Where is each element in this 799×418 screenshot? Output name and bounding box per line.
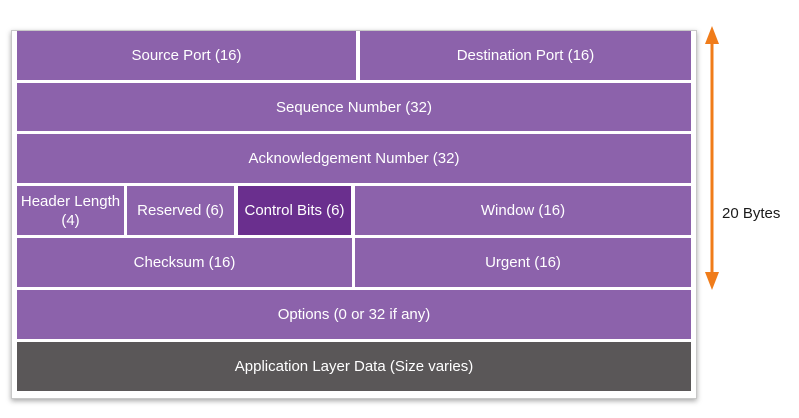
window-field: Window (16) <box>355 186 691 235</box>
sequence-number-field: Sequence Number (32) <box>17 83 691 131</box>
arrow-head-down <box>705 272 719 290</box>
acknowledgement-number-field: Acknowledgement Number (32) <box>17 134 691 183</box>
reserved-label: Reserved (6) <box>137 202 224 219</box>
tcp-header-diagram: Source Port (16) Destination Port (16) S… <box>11 30 697 399</box>
application-data-field: Application Layer Data (Size varies) <box>17 342 691 391</box>
destination-port-field: Destination Port (16) <box>360 31 691 80</box>
header-length-label: Header Length (4) <box>20 192 121 229</box>
acknowledgement-number-label: Acknowledgement Number (32) <box>248 150 460 167</box>
reserved-field: Reserved (6) <box>127 186 234 235</box>
options-label: Options (0 or 32 if any) <box>277 306 431 323</box>
header-length-field: Header Length (4) <box>17 186 124 235</box>
control-bits-label: Control Bits (6) <box>244 202 345 219</box>
urgent-label: Urgent (16) <box>485 254 561 271</box>
sequence-number-label: Sequence Number (32) <box>276 98 432 116</box>
source-port-field: Source Port (16) <box>17 31 356 80</box>
control-bits-field: Control Bits (6) <box>238 186 351 235</box>
checksum-field: Checksum (16) <box>17 238 352 287</box>
source-port-label: Source Port (16) <box>131 47 242 64</box>
options-field: Options (0 or 32 if any) <box>17 290 691 339</box>
size-label: 20 Bytes <box>722 205 781 222</box>
checksum-label: Checksum (16) <box>133 254 236 271</box>
application-data-label: Application Layer Data (Size varies) <box>234 358 474 375</box>
urgent-field: Urgent (16) <box>355 238 691 287</box>
size-range-arrow <box>705 26 719 290</box>
destination-port-label: Destination Port (16) <box>456 47 595 64</box>
window-label: Window (16) <box>480 202 566 219</box>
arrow-head-up <box>705 26 719 44</box>
